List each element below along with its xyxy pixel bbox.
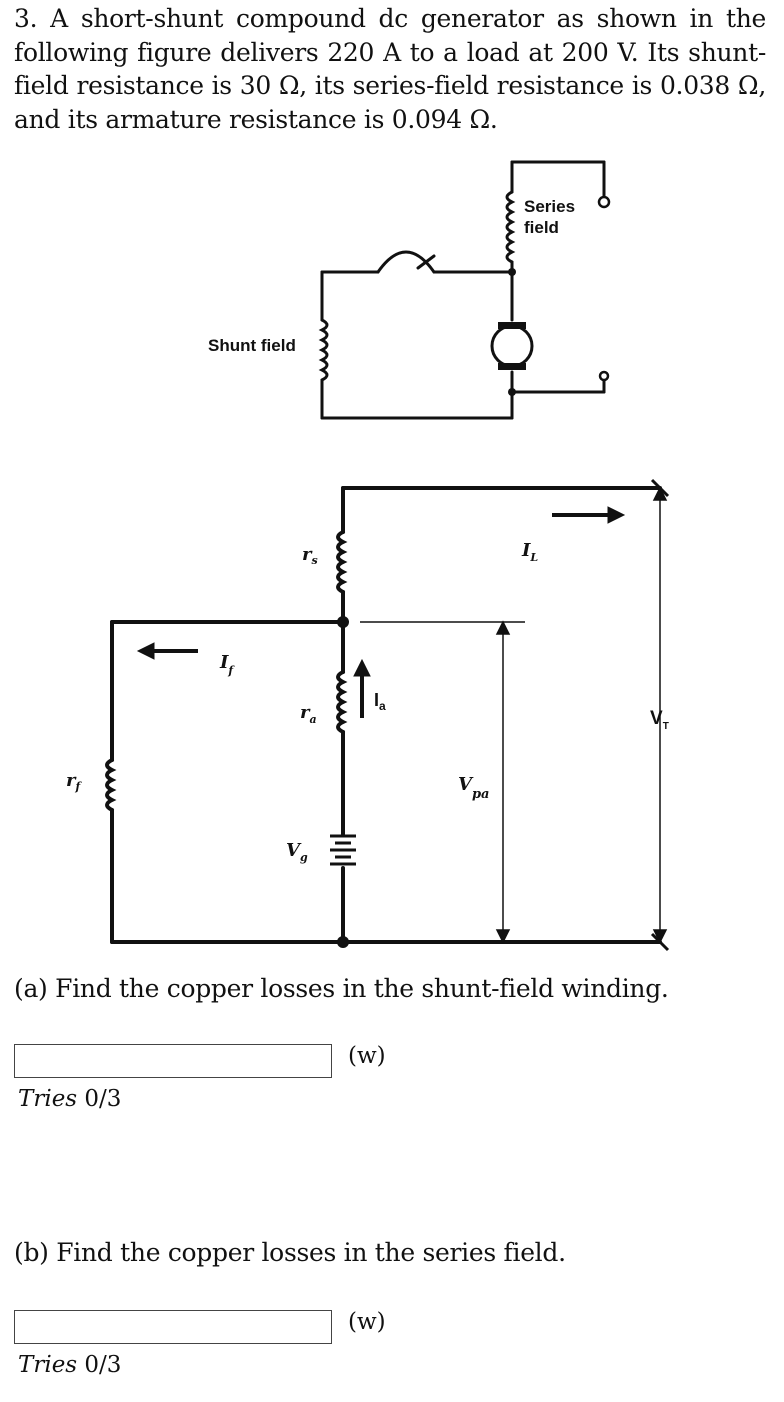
rf-label: rf	[66, 770, 82, 793]
terminal-bottom	[598, 370, 610, 382]
question-b-tries-value: 0/3	[84, 1352, 122, 1378]
generated-voltage-source	[330, 834, 356, 866]
il-label: IL	[521, 540, 538, 564]
question-b-tries: Tries 0/3	[18, 1352, 121, 1378]
problem-statement: 3. A short-shunt compound dc generator a…	[14, 2, 766, 136]
junction-dot-bottom	[508, 388, 516, 396]
vpa-label: Vpa	[458, 774, 489, 802]
question-a-prompt: (a) Find the copper losses in the shunt-…	[14, 974, 669, 1003]
vt-label: VT	[650, 708, 669, 732]
shunt-field-resistance-coil	[105, 758, 117, 812]
series-field-label-1: Series	[524, 197, 575, 216]
question-b-tries-label: Tries	[18, 1352, 78, 1378]
armature-current-arrow	[353, 658, 371, 718]
question-a-answer-input[interactable]	[14, 1044, 332, 1078]
vg-label: Vg	[286, 840, 308, 864]
rheostat-arc	[376, 250, 436, 274]
rheostat-arm	[416, 254, 436, 270]
rs-label: rs	[302, 544, 318, 567]
ra-label: ra	[300, 702, 317, 726]
shunt-field-coil	[318, 318, 329, 382]
vt-dimension-arrow	[650, 478, 670, 952]
question-a-tries: Tries 0/3	[18, 1086, 121, 1112]
junction-dot-top	[508, 268, 516, 276]
junction-dot-rs	[337, 616, 349, 628]
problem-number: 3.	[14, 4, 38, 33]
junction-dot-bottom	[337, 936, 349, 948]
armature-resistance-coil	[336, 670, 348, 734]
question-b-answer-input[interactable]	[14, 1310, 332, 1344]
shunt-field-label: Shunt field	[208, 336, 296, 355]
series-resistance-coil	[336, 530, 348, 594]
equivalent-circuit-figure: rs IL If ra Ia VT rf Vpa Vg	[66, 478, 670, 952]
question-b-unit: (w)	[348, 1309, 386, 1335]
question-a-tries-value: 0/3	[84, 1086, 122, 1112]
vpa-dimension-arrow	[470, 620, 525, 944]
field-current-arrow	[136, 642, 198, 660]
terminal-top	[597, 195, 611, 209]
series-field-label-2: field	[524, 218, 559, 237]
if-label: If	[219, 652, 235, 677]
generator-schematic-figure: Series field Shunt field	[208, 160, 611, 420]
armature-symbol	[490, 322, 534, 370]
question-a-tries-label: Tries	[18, 1086, 78, 1112]
problem-text: A short-shunt compound dc generator as s…	[14, 4, 766, 134]
ia-label: Ia	[374, 690, 386, 713]
question-a-unit: (w)	[348, 1043, 386, 1069]
question-b-prompt: (b) Find the copper losses in the series…	[14, 1238, 566, 1267]
load-current-arrow	[552, 506, 626, 524]
series-field-coil	[505, 190, 516, 264]
